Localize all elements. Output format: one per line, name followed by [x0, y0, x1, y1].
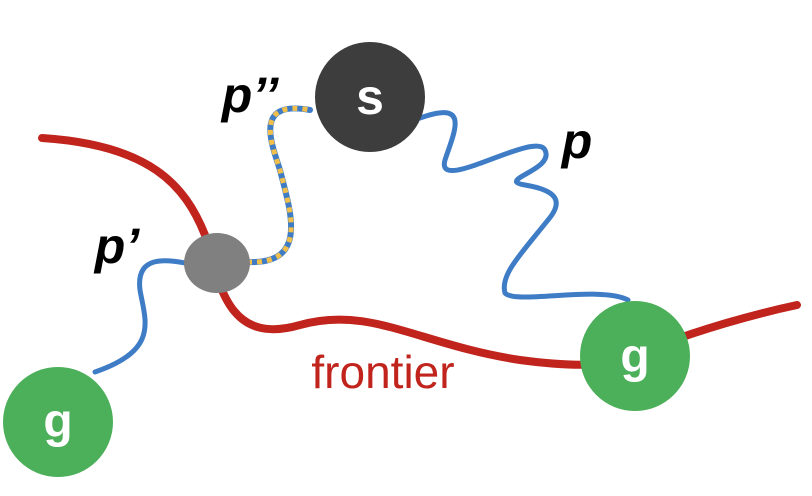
path-p-prime: [92, 258, 195, 375]
goal-node-left: [3, 367, 113, 477]
label-frontier: frontier: [311, 346, 454, 398]
label-p: p: [560, 113, 593, 169]
path-p-double-prime: [244, 105, 313, 266]
path-p-double-prime-dots: [246, 106, 311, 265]
junction-node: [184, 233, 250, 293]
start-node: [315, 42, 425, 152]
goal-node-right-label: g: [620, 330, 649, 383]
path-p: [417, 110, 631, 303]
label-p-prime: p’: [93, 218, 141, 274]
label-p-double-prime: p’’: [220, 67, 280, 123]
goal-node-right: [580, 301, 690, 411]
goal-node-left-label: g: [43, 395, 72, 448]
start-node-label: s: [356, 69, 384, 125]
